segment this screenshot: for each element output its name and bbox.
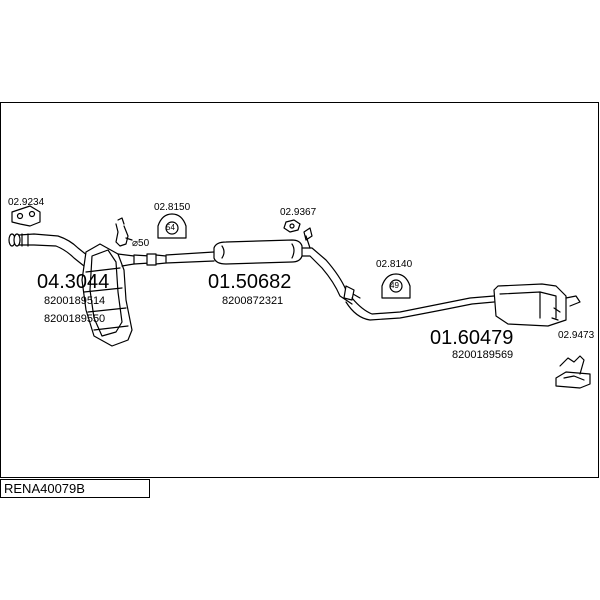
hanger-02-9473 — [555, 355, 591, 389]
hanger-02-8150 — [157, 213, 187, 239]
oem-number: 8200189569 — [452, 349, 514, 361]
connector-clamp — [133, 253, 167, 266]
hanger-02-9234 — [11, 205, 41, 227]
accessory-02-8150-label: 02.8150 — [154, 202, 191, 213]
diagram-frame — [0, 102, 599, 478]
hanger-badge-49: 49 — [390, 281, 399, 290]
rear-pipe — [345, 295, 495, 321]
accessory-02-9367-label: 02.9367 — [280, 207, 317, 218]
front-pipe — [8, 233, 89, 267]
hanger-badge-54: 54 — [166, 223, 175, 232]
oem-number: 8200872321 — [222, 295, 284, 307]
lambda-sensor — [115, 217, 133, 247]
middle-silencer — [165, 227, 361, 305]
hanger-02-8140 — [381, 273, 411, 299]
part-number-01-60479: 01.60479 — [430, 327, 514, 349]
accessory-02-9473-label: 02.9473 — [558, 330, 595, 341]
reference-code: RENA40079B — [4, 481, 85, 496]
accessory-02-9234-label: 02.9234 — [8, 197, 45, 208]
reference-code-box: RENA40079B — [0, 479, 150, 498]
oem-number: 8200189514 — [44, 295, 106, 307]
part-number-04-3044: 04.3044 — [37, 271, 110, 293]
diameter-label: ⌀50 — [132, 238, 150, 249]
oem-number: 8200189550 — [44, 313, 106, 325]
rear-silencer — [493, 283, 581, 327]
catalytic-converter — [81, 243, 135, 347]
part-number-01-50682: 01.50682 — [208, 271, 292, 293]
accessory-02-8140-label: 02.8140 — [376, 259, 413, 270]
hanger-02-9367 — [283, 219, 301, 233]
